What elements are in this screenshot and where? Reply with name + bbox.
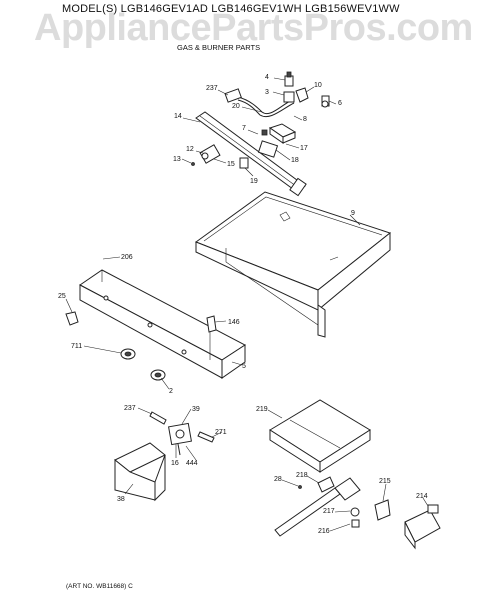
callout-271: 271 <box>215 429 227 436</box>
callout-217: 217 <box>323 508 335 515</box>
callout-6: 6 <box>338 100 342 107</box>
callout-17: 17 <box>300 145 308 152</box>
front-burner-bracket <box>79 269 246 379</box>
callout-14: 14 <box>174 113 182 120</box>
burner-plate <box>269 399 371 473</box>
callout-10: 10 <box>314 82 322 89</box>
gas-tube <box>224 88 295 117</box>
callout-12: 12 <box>186 146 194 153</box>
burner-bracket-215 <box>374 499 391 521</box>
callout-39: 39 <box>192 406 200 413</box>
model-numbers: MODEL(S) LGB146GEV1AD LGB146GEV1WH LGB15… <box>62 3 400 15</box>
callout-219: 219 <box>256 406 268 413</box>
valve-fittings <box>283 71 330 108</box>
callout-711: 711 <box>71 343 82 350</box>
callout-237-igniter: 237 <box>124 405 136 412</box>
watermark: AppliancePartsPros.com <box>34 7 473 49</box>
callout-19: 19 <box>250 178 258 185</box>
callout-218: 218 <box>296 472 308 479</box>
callout-3: 3 <box>265 89 269 96</box>
callout-labels: 237 4 3 10 6 20 8 14 7 17 12 18 13 15 19… <box>58 74 428 535</box>
callout-28: 28 <box>274 476 282 483</box>
grommets-and-clips <box>65 311 217 381</box>
callout-16: 16 <box>171 460 179 467</box>
callout-206: 206 <box>121 254 133 261</box>
callout-146: 146 <box>228 319 240 326</box>
callout-214: 214 <box>416 493 428 500</box>
section-title: GAS & BURNER PARTS <box>177 43 261 52</box>
oven-ignitor <box>404 504 441 550</box>
callout-5: 5 <box>242 363 246 370</box>
manifold-pipe <box>195 111 307 197</box>
callout-20: 20 <box>232 103 240 110</box>
callout-7: 7 <box>242 125 246 132</box>
leader-lines <box>65 77 429 532</box>
callout-237: 237 <box>206 85 218 92</box>
callout-18: 18 <box>291 157 299 164</box>
callout-4: 4 <box>265 74 269 81</box>
callout-15: 15 <box>227 161 235 168</box>
callout-444: 444 <box>186 460 198 467</box>
callout-215: 215 <box>379 478 391 485</box>
burner-box-tray <box>194 191 392 338</box>
callout-9: 9 <box>351 210 355 217</box>
pressure-regulator <box>257 123 297 158</box>
burner-valve <box>191 144 249 169</box>
callout-8: 8 <box>303 116 307 123</box>
callout-38: 38 <box>117 496 125 503</box>
callout-216: 216 <box>318 528 330 535</box>
callout-2: 2 <box>169 388 173 395</box>
igniter-shield <box>114 442 166 502</box>
oven-burner-tube <box>274 476 361 537</box>
callout-13: 13 <box>173 156 181 163</box>
art-number: (ART NO. WB11668) C <box>66 583 133 590</box>
callout-25: 25 <box>58 293 66 300</box>
igniter-assembly <box>149 411 215 456</box>
